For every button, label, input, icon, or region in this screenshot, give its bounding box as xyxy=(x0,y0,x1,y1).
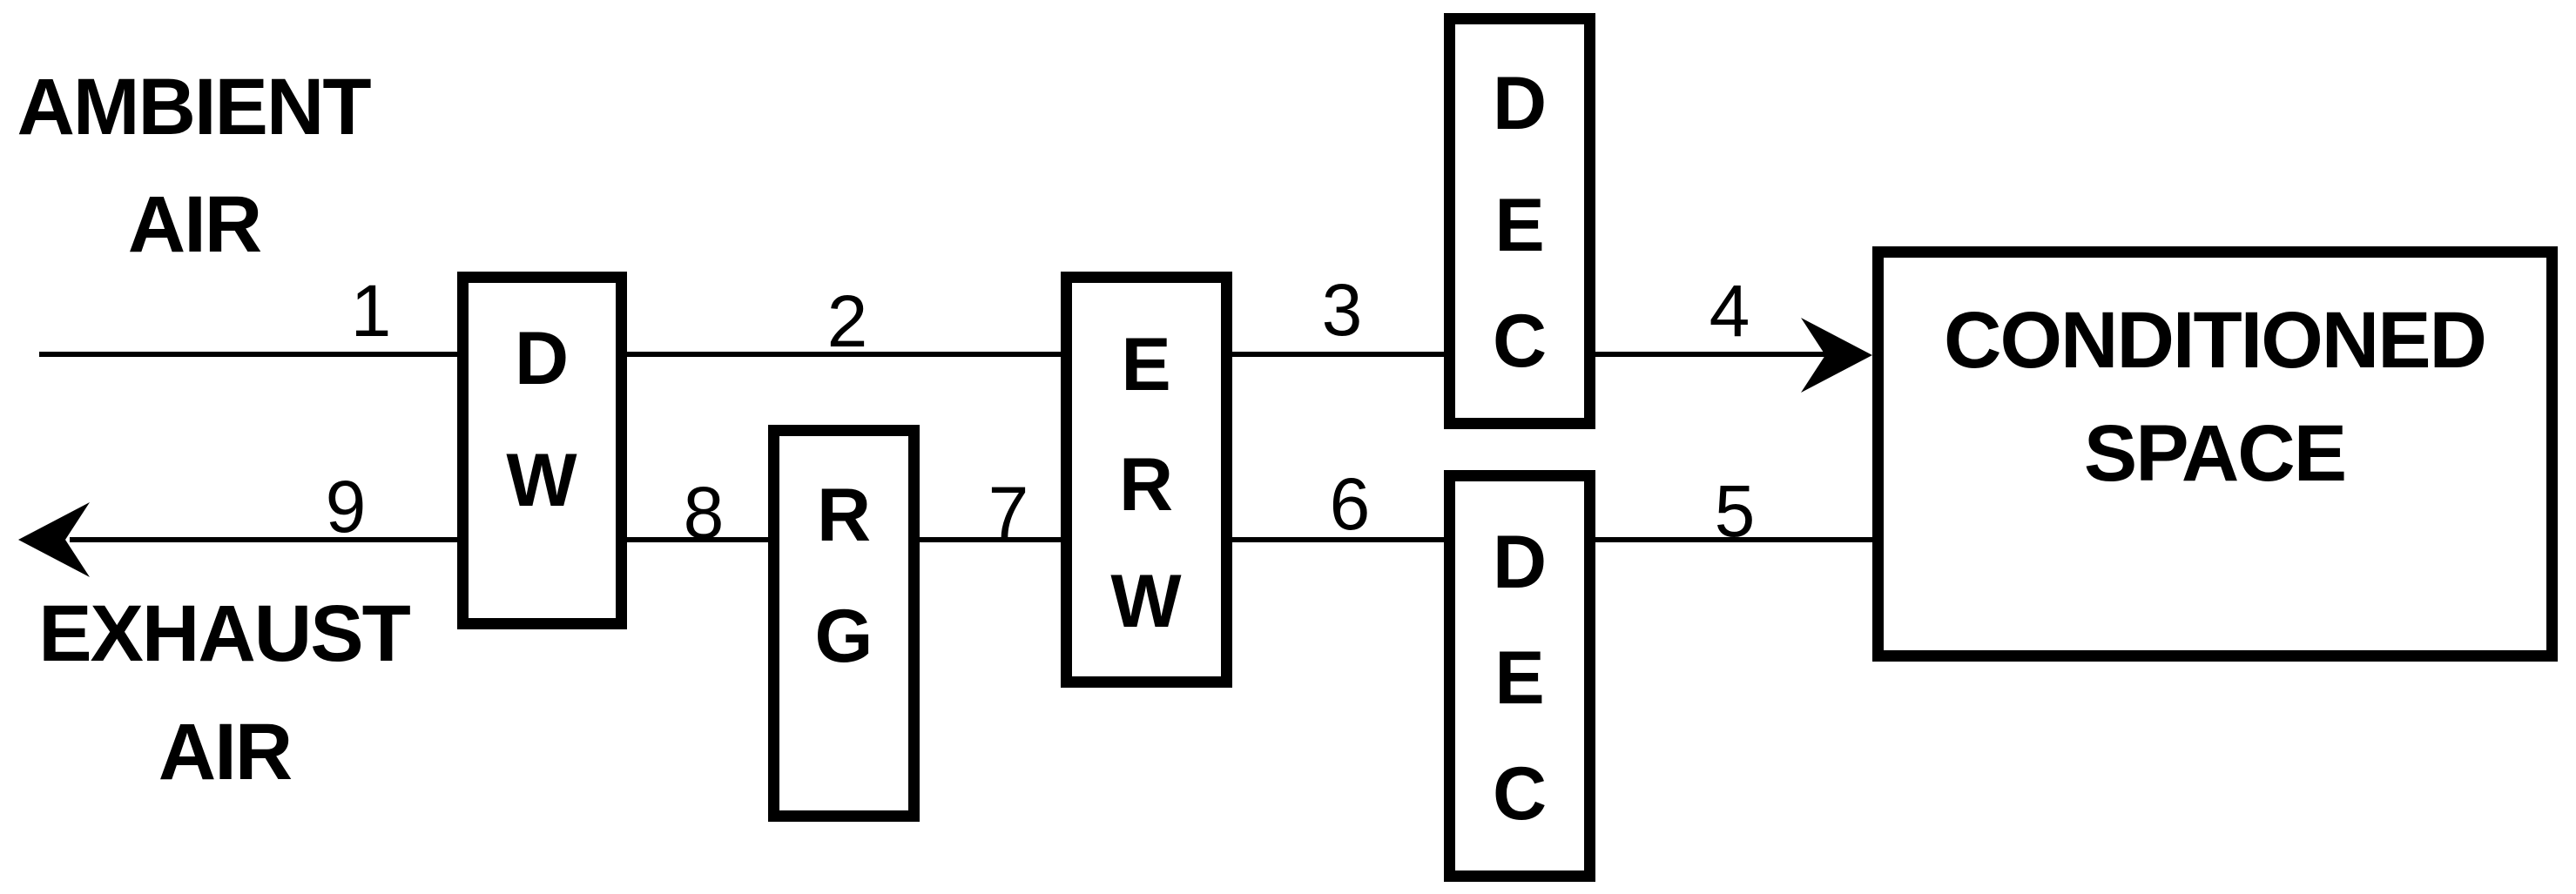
return-line-segment-7 xyxy=(914,537,1066,542)
state-point-9: 9 xyxy=(325,466,367,548)
state-point-3: 3 xyxy=(1321,269,1363,351)
dw-box xyxy=(457,272,627,629)
erw-letter-w: W xyxy=(1110,560,1182,643)
erw-letter-e: E xyxy=(1121,323,1171,407)
exhaust-air-label-line1: EXHAUST xyxy=(38,589,411,678)
dw-letter-d: D xyxy=(514,317,570,400)
ambient-air-label-line1: AMBIENT xyxy=(17,63,371,151)
dec-return-box xyxy=(1444,470,1595,882)
supply-line-segment-4 xyxy=(1590,352,1829,357)
rg-box xyxy=(768,425,920,822)
dw-letter-w: W xyxy=(506,439,577,522)
return-line-segment-6 xyxy=(1227,537,1449,542)
exhaust-arrowhead-icon xyxy=(18,502,90,577)
state-point-7: 7 xyxy=(988,472,1029,554)
dec-supply-letter-d: D xyxy=(1492,62,1548,145)
return-line-segment-9 xyxy=(70,537,462,542)
return-line-segment-5 xyxy=(1590,537,1878,542)
supply-line-segment-1 xyxy=(39,352,462,357)
dec-supply-box xyxy=(1444,13,1595,429)
dec-supply-letter-c: C xyxy=(1492,299,1548,383)
state-point-4: 4 xyxy=(1709,270,1750,352)
dec-return-letter-c: C xyxy=(1492,752,1548,836)
dec-return-letter-d: D xyxy=(1492,521,1548,604)
conditioned-space-label-line1: CONDITIONED xyxy=(1944,296,2487,385)
state-point-5: 5 xyxy=(1714,470,1756,552)
conditioned-space-label-line2: SPACE xyxy=(2083,409,2347,498)
supply-line-segment-2 xyxy=(622,352,1066,357)
state-point-1: 1 xyxy=(350,270,392,352)
exhaust-air-label-line2: AIR xyxy=(158,708,293,797)
supply-arrowhead-icon xyxy=(1801,318,1872,393)
state-point-2: 2 xyxy=(826,280,868,362)
supply-line-segment-3 xyxy=(1227,352,1449,357)
dec-return-letter-e: E xyxy=(1494,636,1545,720)
erw-box xyxy=(1061,272,1232,688)
conditioned-space-box xyxy=(1872,246,2558,662)
return-line-segment-8 xyxy=(622,537,773,542)
state-point-6: 6 xyxy=(1329,463,1371,545)
erw-letter-r: R xyxy=(1118,443,1174,527)
state-point-8: 8 xyxy=(683,472,725,554)
rg-letter-r: R xyxy=(816,474,872,557)
dec-supply-letter-e: E xyxy=(1494,184,1545,267)
rg-letter-g: G xyxy=(814,595,873,678)
ambient-air-label-line2: AIR xyxy=(127,180,262,269)
